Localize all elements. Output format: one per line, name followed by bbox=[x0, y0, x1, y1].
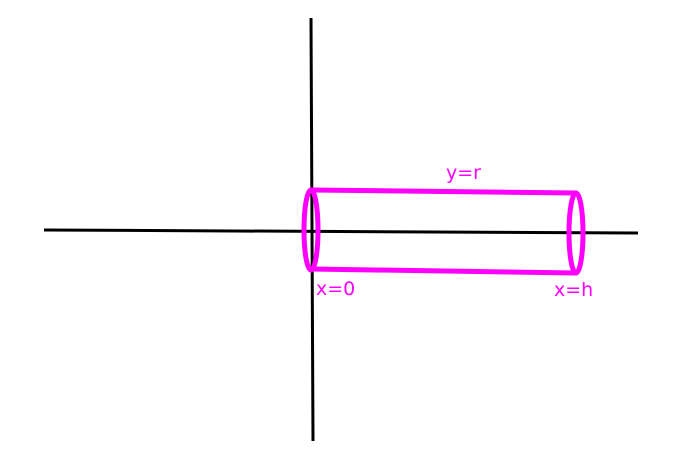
x-axis bbox=[43, 228, 639, 235]
cylinder bbox=[301, 187, 586, 276]
label-left-end: x=0 bbox=[316, 278, 355, 300]
cylinder-top-edge bbox=[308, 187, 579, 196]
y-axis bbox=[309, 17, 315, 442]
cylinder-right-end bbox=[566, 190, 586, 276]
label-right-end: x=h bbox=[554, 279, 593, 301]
label-top-edge: y=r bbox=[446, 162, 481, 184]
cylinder-bottom-edge bbox=[308, 266, 579, 276]
cylinder-left-end bbox=[301, 187, 321, 273]
